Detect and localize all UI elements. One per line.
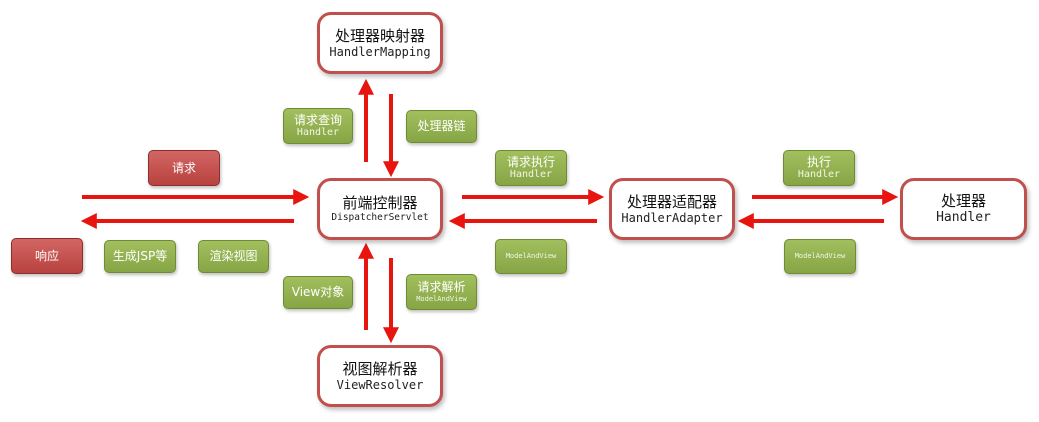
- response-label: 响应: [11, 238, 83, 274]
- dispatcher-servlet-node: 前端控制器 DispatcherServlet: [317, 178, 443, 240]
- execute-request-line1: 请求执行: [506, 154, 555, 169]
- handler-adapter-node: 处理器适配器 HandlerAdapter: [609, 178, 735, 240]
- view-object-label: View对象: [283, 276, 353, 309]
- generate-jsp-label: 生成JSP等: [104, 240, 176, 273]
- handler-mapping-en: HandlerMapping: [329, 44, 431, 59]
- response-label-text: 响应: [34, 248, 59, 263]
- handler-adapter-cn: 处理器适配器: [626, 192, 717, 211]
- parse-request-line2: ModelAndView: [416, 294, 467, 303]
- handler-cn: 处理器: [940, 191, 986, 210]
- view-resolver-en: ViewResolver: [336, 377, 424, 392]
- handler-mapping-cn: 处理器映射器: [334, 26, 425, 45]
- generate-jsp-text: 生成JSP等: [112, 249, 168, 264]
- query-handler-label: 请求查询 Handler: [283, 108, 353, 144]
- dispatcher-servlet-cn: 前端控制器: [342, 194, 418, 213]
- handler-adapter-en: HandlerAdapter: [621, 210, 723, 225]
- view-resolver-cn: 视图解析器: [342, 359, 418, 378]
- request-label: 请求: [148, 150, 220, 186]
- query-handler-line1: 请求查询: [293, 112, 342, 127]
- handler-node: 处理器 Handler: [900, 178, 1027, 240]
- execute-line1: 执行: [806, 154, 831, 169]
- handler-chain-label: 处理器链: [406, 110, 477, 143]
- view-object-text: View对象: [291, 285, 345, 300]
- handler-mapping-node: 处理器映射器 HandlerMapping: [317, 12, 443, 74]
- render-view-text: 渲染视图: [209, 249, 258, 264]
- model-and-view-label-1: ModelAndView: [495, 239, 567, 274]
- parse-request-label: 请求解析 ModelAndView: [406, 274, 477, 310]
- execute-label: 执行 Handler: [783, 150, 855, 186]
- execute-line2: Handler: [797, 168, 841, 180]
- execute-request-label: 请求执行 Handler: [495, 150, 567, 186]
- query-handler-line2: Handler: [296, 126, 340, 138]
- handler-en: Handler: [936, 209, 991, 225]
- render-view-label: 渲染视图: [198, 240, 269, 273]
- view-resolver-node: 视图解析器 ViewResolver: [317, 345, 443, 407]
- parse-request-line1: 请求解析: [417, 280, 466, 295]
- model-and-view-1-text: ModelAndView: [505, 252, 557, 261]
- model-and-view-label-2: ModelAndView: [784, 239, 856, 274]
- model-and-view-2-text: ModelAndView: [794, 252, 846, 261]
- handler-chain-text: 处理器链: [417, 119, 466, 134]
- request-label-text: 请求: [171, 160, 196, 175]
- dispatcher-servlet-en: DispatcherServlet: [331, 212, 429, 224]
- execute-request-line2: Handler: [509, 168, 553, 180]
